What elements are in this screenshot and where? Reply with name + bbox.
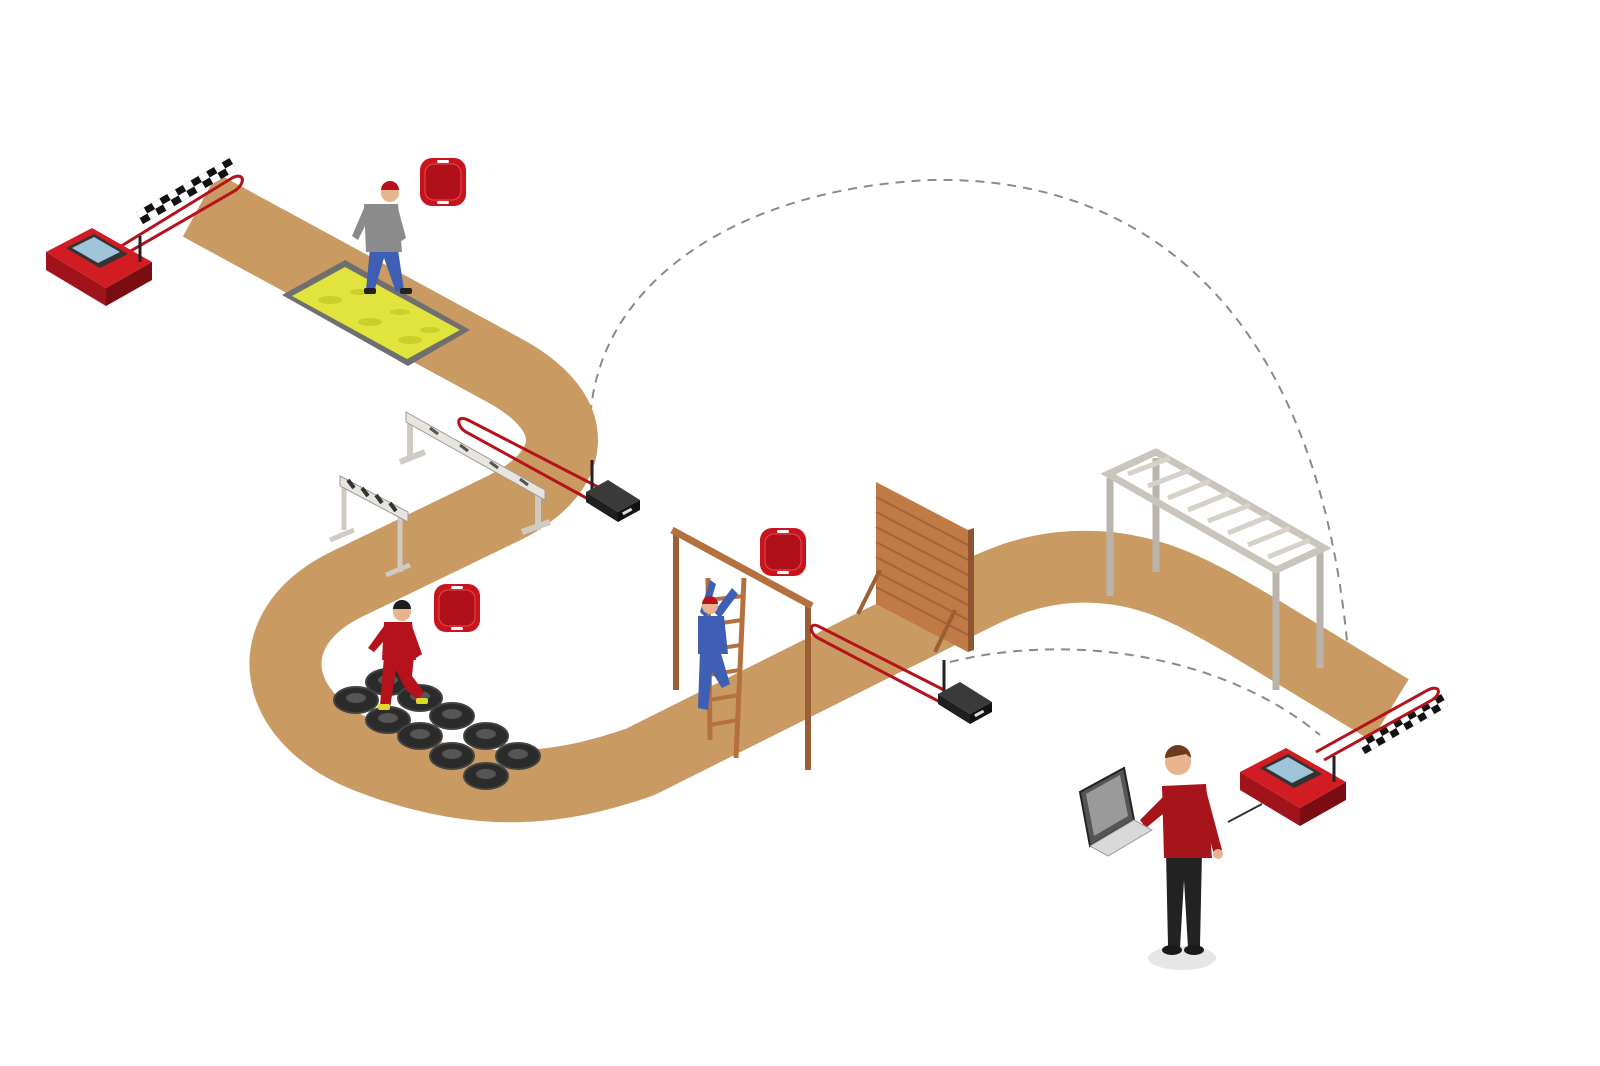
laptop-icon <box>1078 766 1154 857</box>
wireless-link-arc-small <box>949 648 1321 736</box>
operator-cable <box>1227 803 1263 823</box>
athlete-tires <box>368 600 428 710</box>
cable-hurdle <box>457 417 601 502</box>
cable-ladder <box>809 623 945 704</box>
monkey-bars <box>1100 448 1332 690</box>
operator <box>1078 745 1223 970</box>
red-contact-pad-icon <box>434 584 480 632</box>
hurdles <box>329 411 552 578</box>
wireless-links <box>589 178 1353 736</box>
timing-console-icon <box>46 228 152 306</box>
athlete-sand <box>352 181 412 294</box>
start-checker-strip <box>136 158 237 225</box>
person-climbing-icon <box>698 580 738 710</box>
radio-antenna-icon <box>586 460 640 522</box>
person-running-icon <box>368 600 428 710</box>
sand-pit <box>282 260 470 366</box>
person-standing-icon <box>352 181 412 294</box>
radio-transmitter-2 <box>938 660 992 724</box>
hurdle-front <box>329 475 411 578</box>
contact-pad-ladder <box>760 528 806 576</box>
monkey-bars-icon <box>1100 448 1332 574</box>
timing-console-icon <box>1240 748 1346 826</box>
wooden-wall <box>856 482 974 653</box>
timer-start-left <box>46 228 152 306</box>
sand-pit-icon <box>292 267 460 359</box>
radio-antenna-icon <box>938 660 992 724</box>
contact-pad-tires <box>434 584 480 632</box>
person-with-laptop-icon <box>1078 745 1223 955</box>
athlete-ladder <box>698 580 738 710</box>
cable-start <box>117 174 244 258</box>
red-contact-pad-icon <box>760 528 806 576</box>
timer-finish-right <box>1240 748 1346 826</box>
radio-transmitter-1 <box>586 460 640 522</box>
sensor-cables <box>117 174 1440 762</box>
hurdle-back <box>398 411 552 535</box>
red-contact-pad-icon <box>420 158 466 206</box>
finish-checker-strip <box>1358 694 1449 755</box>
cable-finish <box>1315 686 1440 762</box>
contact-pad-sand <box>420 158 466 206</box>
operator-shadow <box>1148 946 1216 970</box>
wireless-link-arc-large <box>589 178 1353 721</box>
hurdle-icon <box>405 411 546 501</box>
